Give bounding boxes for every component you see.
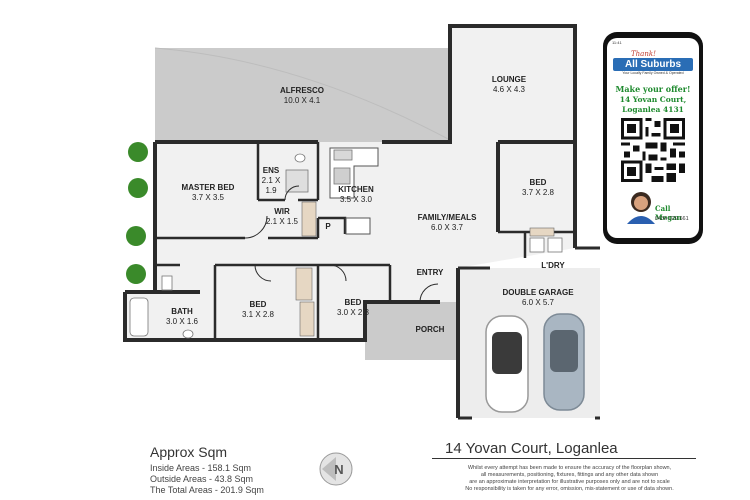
room-master-bed-dims: 3.7 X 3.5 xyxy=(192,193,225,202)
ad-street: 14 Yovan Court, xyxy=(619,95,687,104)
room-entry-name: ENTRY xyxy=(417,268,444,277)
areas-inside: Inside Areas - 158.1 Sqm xyxy=(150,463,252,473)
garage-walls xyxy=(458,246,600,420)
kitchen-bench xyxy=(329,147,379,235)
room-bed-2-name: BED xyxy=(250,300,267,309)
door-swings xyxy=(244,185,439,303)
room-ens-dims: 2.1 X xyxy=(262,176,281,185)
room-family-meals-name: FAMILY/MEALS xyxy=(418,213,477,222)
room-bed-3-name: BED xyxy=(345,298,362,307)
alfresco-area xyxy=(155,48,450,142)
areas-total: The Total Areas - 201.9 Sqm xyxy=(150,485,264,495)
room-porch-name: PORCH xyxy=(416,325,445,334)
disclaimer-line: No responsibility is taken for any error… xyxy=(465,486,674,492)
room-bath-dims: 3.0 X 1.6 xyxy=(166,317,199,326)
interior-walls xyxy=(155,142,575,340)
status-time: 11:41 xyxy=(612,40,622,45)
room-double-garage-dims: 6.0 X 5.7 xyxy=(522,298,555,307)
room-bed-3-dims: 3.0 X 2.8 xyxy=(337,308,370,317)
ad-suburb: Loganlea 4131 xyxy=(622,105,684,114)
alfresco-curve xyxy=(154,47,451,141)
room-pantry-name: P xyxy=(325,222,331,231)
car-left-icon xyxy=(485,315,529,413)
areas-outside: Outside Areas - 43.8 Sqm xyxy=(150,474,254,484)
room-wir-dims: 2.1 X 1.5 xyxy=(266,217,299,226)
ad-offer: Make your offer! xyxy=(615,84,691,94)
room-laundry-name: L'DRY xyxy=(541,261,565,270)
room-lounge-name: LOUNGE xyxy=(492,75,527,84)
floor-plan: ALFRESCO 10.0 X 4.1 LOUNGE 4.6 X 4.3 MAS… xyxy=(123,24,600,420)
room-bath-name: BATH xyxy=(171,307,193,316)
laundry-fixtures xyxy=(529,237,563,253)
room-kitchen-name: KITCHEN xyxy=(338,185,374,194)
room-alfresco-dims: 10.0 X 4.1 xyxy=(284,96,321,105)
disclaimer-line: are an approximate interpretation for il… xyxy=(469,479,670,485)
qr-code-icon[interactable] xyxy=(621,118,685,182)
wardrobes xyxy=(295,201,555,337)
logo-thank: Thank! xyxy=(631,50,656,58)
room-bed-east-dims: 3.7 X 2.8 xyxy=(522,188,555,197)
logo-name: All Suburbs xyxy=(613,58,693,71)
north-compass-icon: N xyxy=(319,452,353,486)
room-lounge-dims: 4.6 X 4.3 xyxy=(493,85,526,94)
tree-icons xyxy=(126,142,148,284)
porch-area xyxy=(365,302,457,360)
agent-phone[interactable]: 0434 029 661 xyxy=(655,216,689,222)
logo-tagline: Your Locally Family Owned & Operated xyxy=(622,71,684,75)
car-right-icon xyxy=(543,313,585,411)
ensuite-fixtures xyxy=(285,153,309,193)
disclaimer-line: all measurements, positioning, fixtures,… xyxy=(480,472,659,478)
room-family-meals-dims: 6.0 X 3.7 xyxy=(431,223,464,232)
compass-letter: N xyxy=(334,462,343,477)
disclaimer-line: Whilst every attempt has been made to en… xyxy=(467,465,672,471)
call-agent: Call Megan xyxy=(655,204,682,222)
address-title: 14 Yovan Court, Loganlea xyxy=(445,440,618,457)
room-ens-name: ENS xyxy=(263,166,280,175)
phone-screen: 11:41 Thank! All Suburbs Your Locally Fa… xyxy=(607,38,699,238)
agency-logo: Thank! All Suburbs Your Locally Family O… xyxy=(613,50,693,76)
areas-title: Approx Sqm xyxy=(150,444,228,460)
room-bed-2-dims: 3.1 X 2.8 xyxy=(242,310,275,319)
room-master-bed-name: MASTER BED xyxy=(182,183,235,192)
bath-fixtures xyxy=(129,275,194,339)
room-alfresco-name: ALFRESCO xyxy=(280,86,324,95)
agent-photo xyxy=(627,192,655,224)
room-kitchen-dims: 3.5 X 3.0 xyxy=(340,195,373,204)
room-ens-dims2: 1.9 xyxy=(265,186,277,195)
phone-ad: 11:41 Thank! All Suburbs Your Locally Fa… xyxy=(603,32,703,244)
room-double-garage-name: DOUBLE GARAGE xyxy=(502,288,574,297)
address-divider xyxy=(432,458,696,459)
room-wir-name: WIR xyxy=(274,207,290,216)
room-bed-east-name: BED xyxy=(530,178,547,187)
